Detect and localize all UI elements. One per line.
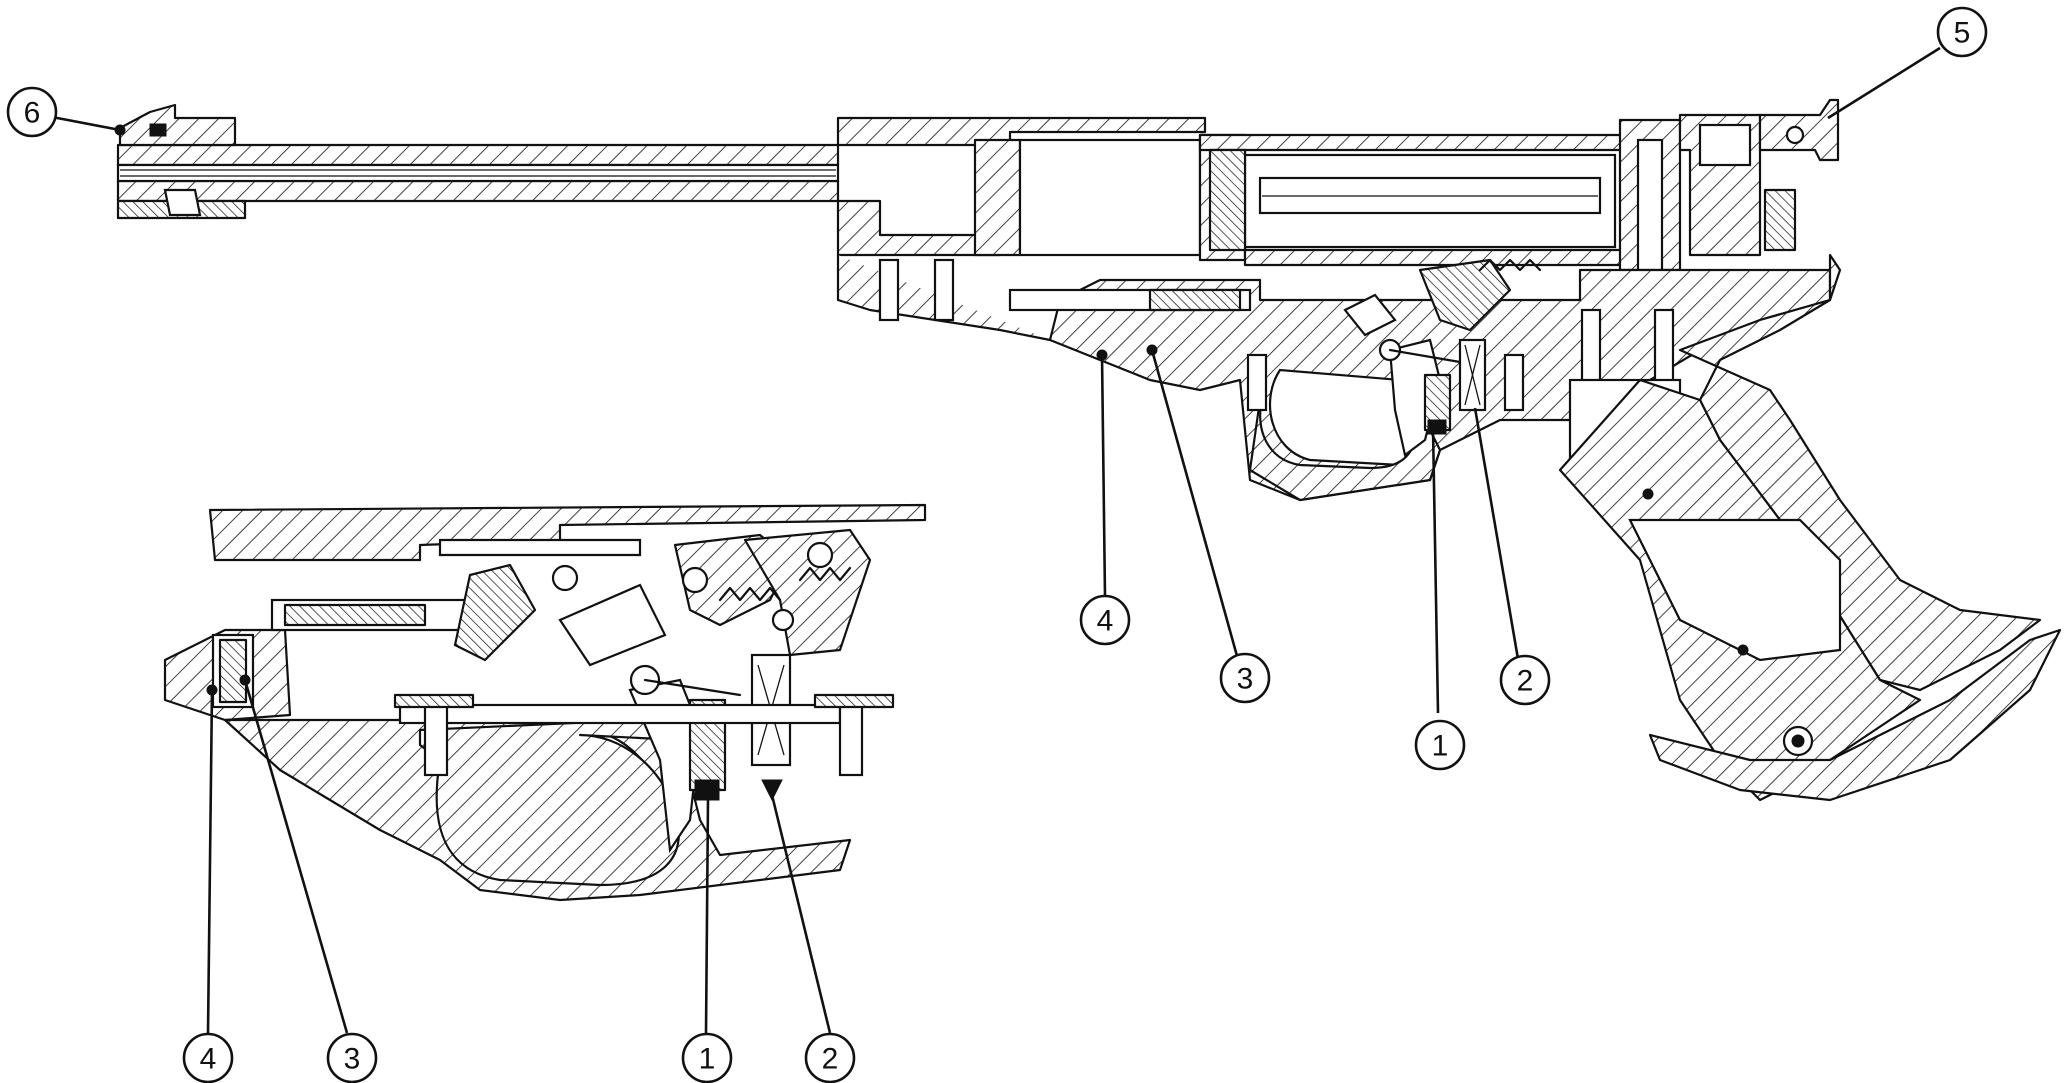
callout-6: 6 — [6, 86, 58, 138]
detail-view — [163, 503, 927, 902]
callout-4: 4 — [1079, 594, 1131, 646]
callout-2-label: 2 — [1517, 665, 1534, 698]
rear-sight — [1758, 98, 1840, 252]
detail-callout-4-label: 4 — [200, 1043, 217, 1076]
callout-2: 2 — [1499, 654, 1551, 706]
detail-callout-4: 4 — [182, 1032, 234, 1083]
main-view — [116, 98, 2062, 802]
callout-4-label: 4 — [1097, 605, 1114, 638]
callout-3-label: 3 — [1237, 663, 1254, 696]
front-sight — [116, 103, 247, 220]
callout-1-label: 1 — [1432, 730, 1449, 763]
detail-callout-2-label: 2 — [822, 1043, 839, 1076]
detail-callout-3-label: 3 — [344, 1043, 361, 1076]
callout-6-label: 6 — [24, 97, 41, 130]
receiver — [836, 113, 1762, 272]
callout-3: 3 — [1219, 652, 1271, 704]
detail-callout-2: 2 — [804, 1032, 856, 1083]
trigger-mechanism — [1008, 258, 1542, 457]
leader-lines — [51, 46, 1941, 1034]
grip — [1558, 253, 2062, 802]
detail-callout-1: 1 — [681, 1032, 733, 1083]
detail-callout-3: 3 — [326, 1032, 378, 1083]
barrel — [116, 143, 840, 203]
callout-5: 5 — [1936, 6, 1988, 58]
detail-callout-1-label: 1 — [699, 1043, 716, 1076]
callout-5-label: 5 — [1954, 17, 1971, 50]
callout-1: 1 — [1414, 719, 1466, 771]
